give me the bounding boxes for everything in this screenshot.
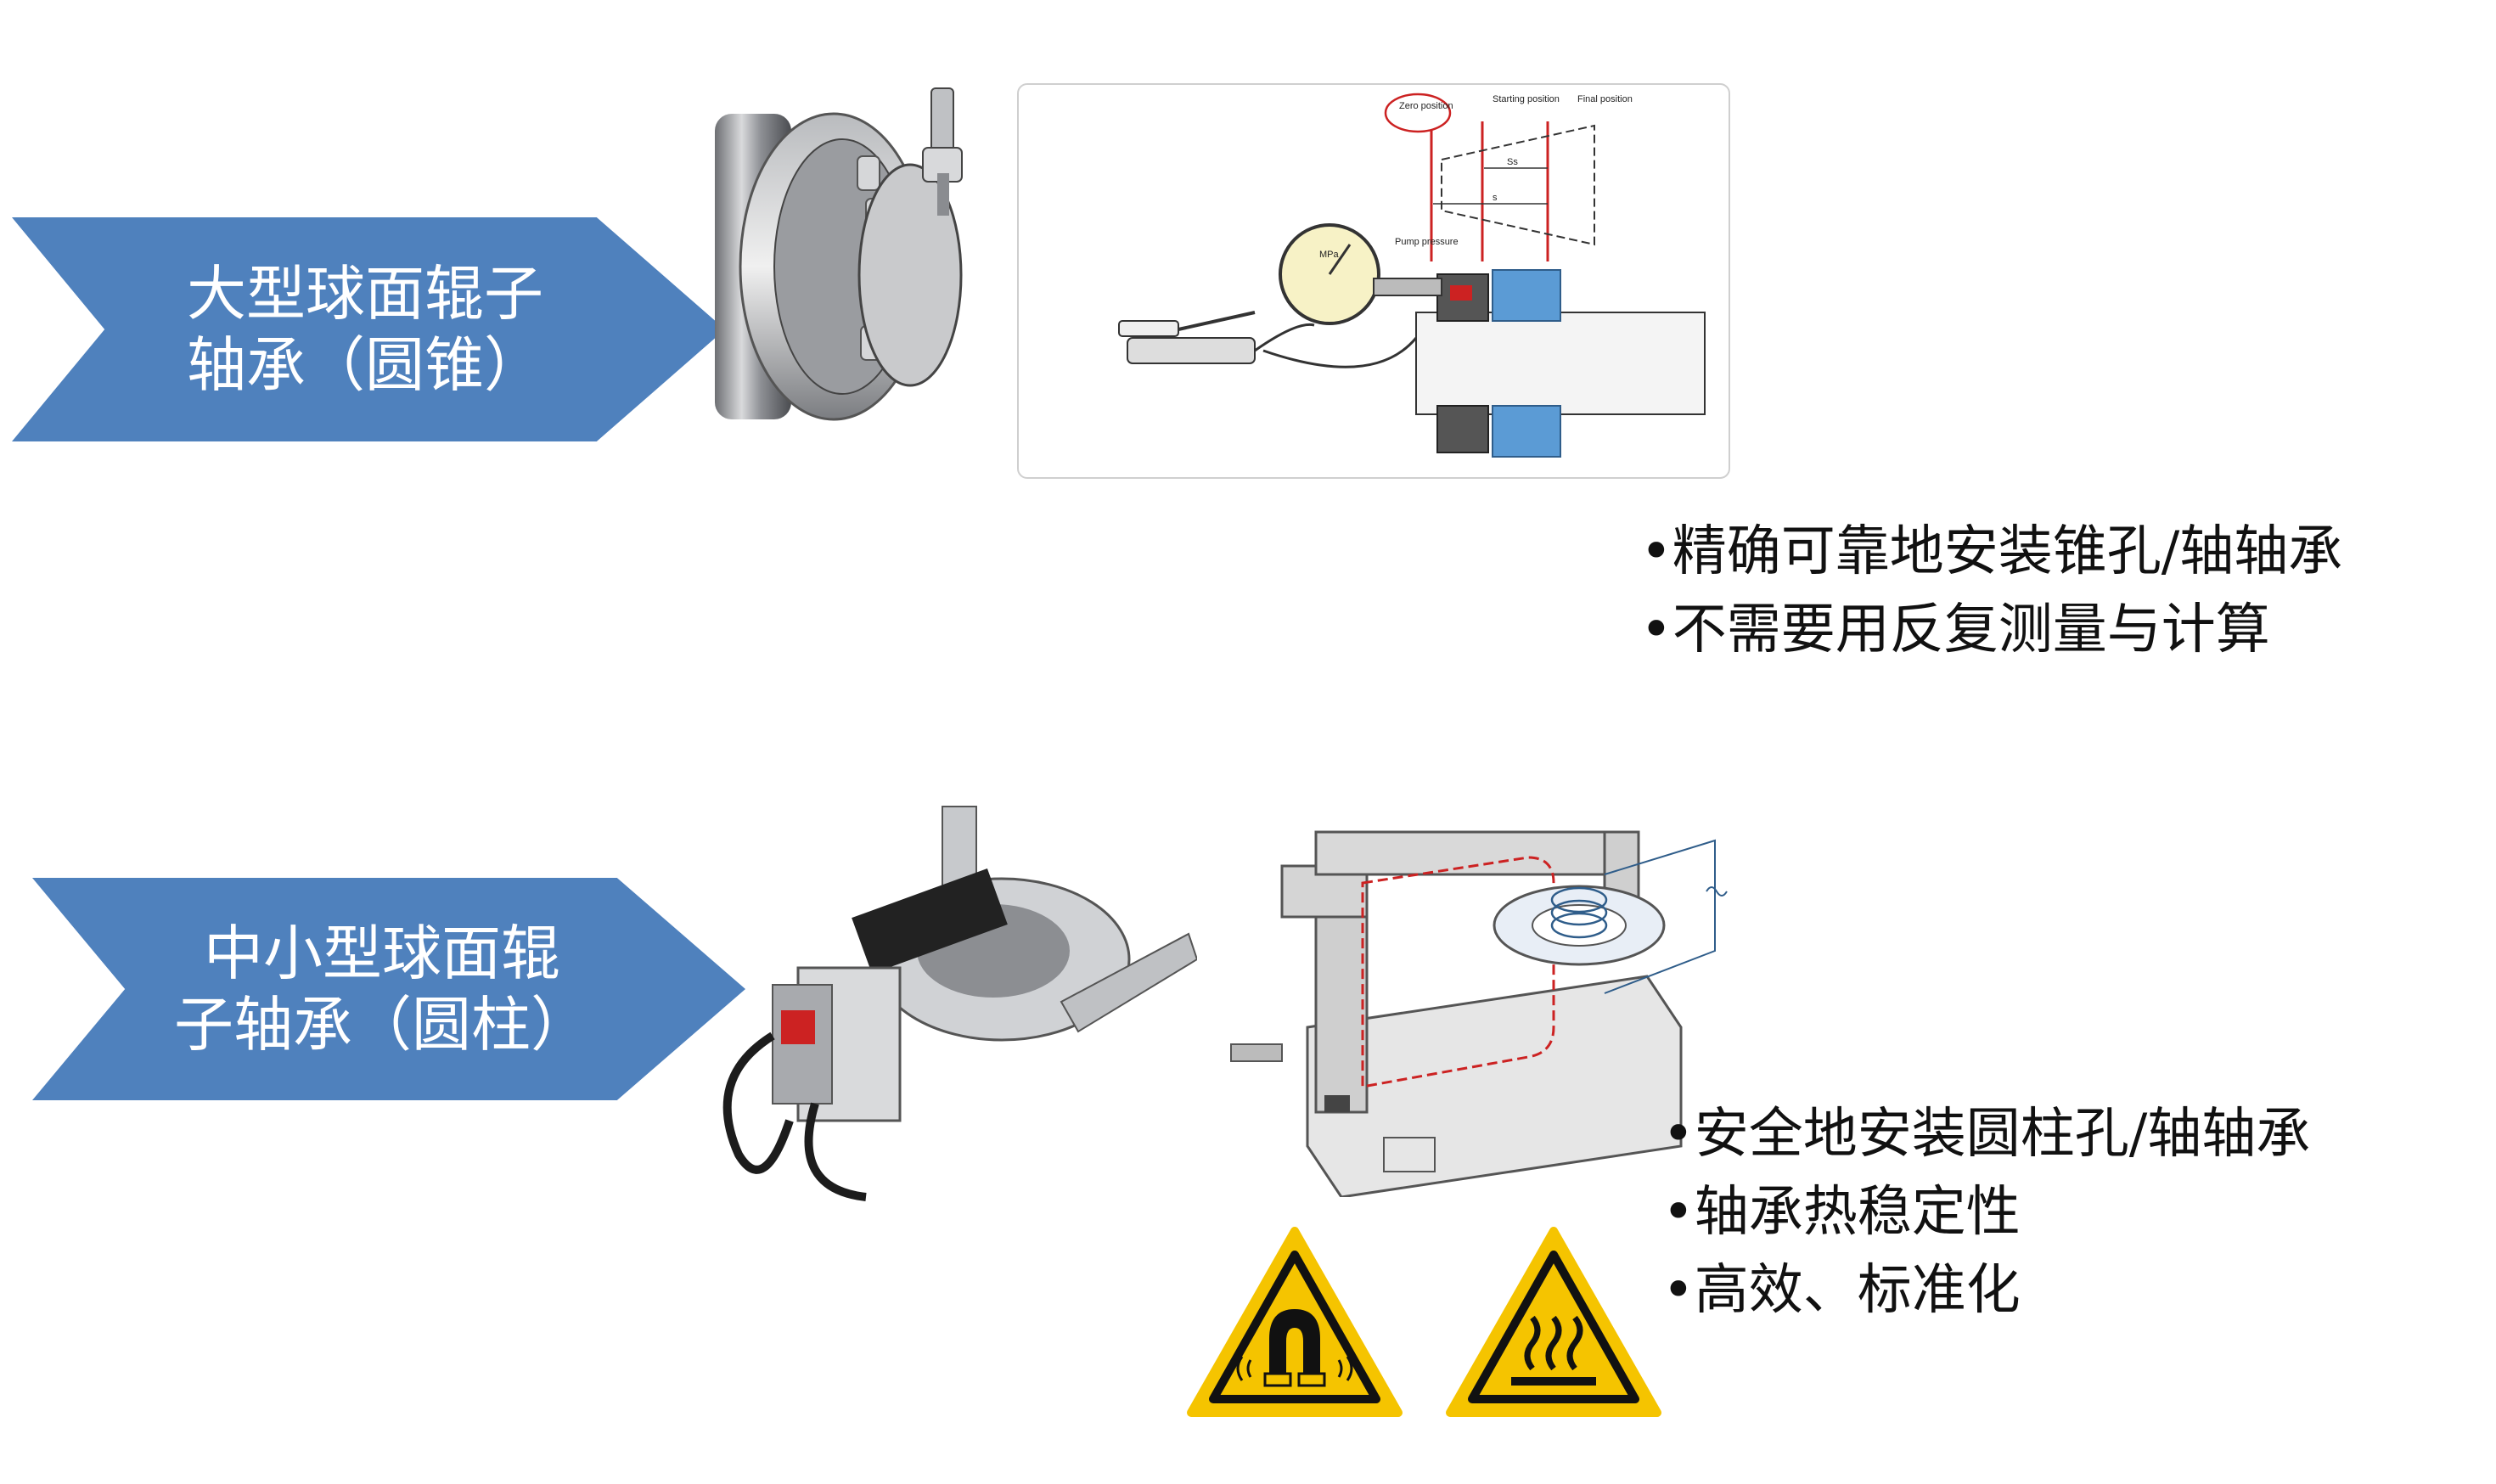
hot-surface-warning-icon bbox=[1446, 1227, 1661, 1417]
zero-position-label: Zero position bbox=[1399, 101, 1453, 111]
induction-heater-schematic bbox=[1230, 830, 1728, 1197]
dim-ss-label: Ss bbox=[1507, 157, 1518, 167]
magnetic-field-warning-icon bbox=[1187, 1227, 1403, 1417]
tapered-bearing-photo bbox=[715, 87, 963, 421]
bullet-item: •精确可靠地安装锥孔/轴轴承 bbox=[1640, 520, 2343, 583]
chevron-label-large-bearing: 大型球面辊子 轴承（圆锥） bbox=[187, 259, 543, 400]
bullets-large-bearing: •精确可靠地安装锥孔/轴轴承 •不需要用反复测量与计算 bbox=[1640, 513, 2342, 669]
induction-heater-photo bbox=[722, 806, 1197, 1201]
hydraulic-mounting-diagram: Zero position Starting position Final po… bbox=[1118, 93, 1706, 458]
bullet-item: •安全地安装圆柱孔/轴轴承 bbox=[1662, 1103, 2311, 1166]
bullet-item: •高效、标准化 bbox=[1662, 1259, 2021, 1322]
bullet-item: •轴承热稳定性 bbox=[1662, 1181, 2021, 1244]
chevron-large-bearing bbox=[12, 217, 725, 441]
pump-pressure-label: Pump pressure bbox=[1395, 237, 1459, 247]
chevron-small-bearing bbox=[32, 878, 745, 1100]
dim-s-label: s bbox=[1493, 193, 1498, 203]
final-position-label: Final position bbox=[1577, 94, 1633, 104]
chevron-label-small-bearing: 中小型球面辊 子轴承（圆柱） bbox=[174, 919, 590, 1060]
starting-position-label: Starting position bbox=[1493, 94, 1560, 104]
bullet-item: •不需要用反复测量与计算 bbox=[1640, 599, 2270, 661]
gauge-unit-label: MPa bbox=[1319, 250, 1340, 260]
bullets-small-bearing: •安全地安装圆柱孔/轴轴承 •轴承热稳定性 •高效、标准化 bbox=[1662, 1095, 2310, 1329]
